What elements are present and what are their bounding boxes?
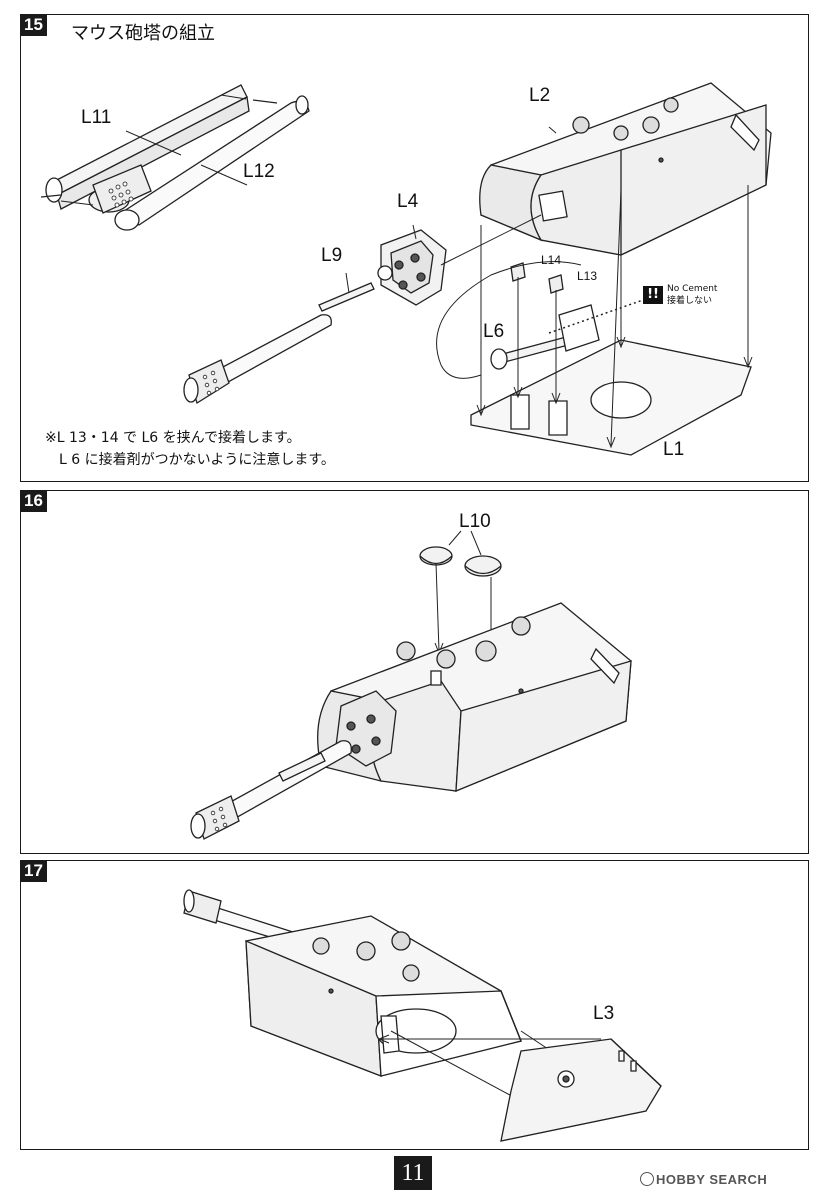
label-l14: L14 [541,253,562,267]
warning-line-2: 接着しない [667,296,713,306]
note-line-2: L 6 に接着剤がつかないように注意します。 [59,452,335,468]
label-l9: L9 [321,245,343,266]
page-number: 11 [394,1156,432,1190]
step-17-panel: 17 [20,860,809,1150]
no-cement-warning-text: No Cement 接着しない [667,283,717,307]
turret-l2 [480,83,771,255]
label-l6: L6 [483,321,505,342]
turret-assembled [318,603,631,791]
step-title: マウス砲塔の組立 [71,23,215,44]
step-16-illustration [21,491,810,855]
rear-plate-l3 [501,1039,661,1141]
label-l4: L4 [397,191,419,212]
step-number: 15 [20,14,47,36]
step-number: 17 [20,860,47,882]
mantlet-l4 [378,230,446,305]
step-15-illustration [21,15,810,483]
label-l3: L3 [593,1003,615,1024]
note-line-1: ※L 13・14 で L6 を挟んで接着します。 [45,430,301,446]
base-plate-l1 [471,340,751,455]
watermark: HOBBY SEARCH [640,1172,767,1187]
step-17-illustration [21,861,810,1151]
assembly-arrows [379,1031,601,1101]
step-16-panel: 16 [20,490,809,854]
assembly-arrows [61,95,752,447]
main-barrel [184,315,331,403]
step-number: 16 [20,490,47,512]
barrel-assembled [191,741,351,839]
label-l11: L11 [81,107,112,128]
turret-rear-view [246,916,521,1076]
hatch-covers-l10 [420,547,501,576]
no-cement-warning-icon: !! [643,286,663,304]
label-l12: L12 [243,161,275,182]
barrel-halves-l11 [41,85,277,213]
label-l2: L2 [529,85,551,106]
rod-l9 [319,283,374,311]
barrel-l12 [115,96,309,230]
label-l10: L10 [459,511,491,532]
warning-line-1: No Cement [667,284,718,294]
label-l1: L1 [663,439,685,460]
watermark-text: HOBBY SEARCH [656,1172,768,1187]
assembly-note: ※L 13・14 で L6 を挟んで接着します。 L 6 に接着剤がつかないよう… [45,427,335,471]
step-15-panel: 15 マウス砲塔の組立 [20,14,809,482]
label-l13: L13 [577,269,598,283]
shaft-l6 [491,305,599,369]
watermark-logo-icon [640,1172,654,1186]
bracket-l13 [549,275,563,293]
